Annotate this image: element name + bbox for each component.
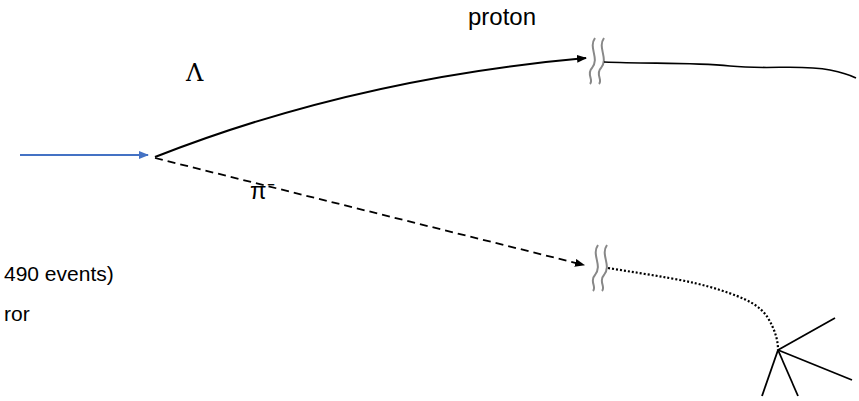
interaction-star — [762, 318, 852, 396]
particle-label: π⁻ — [250, 178, 275, 204]
pion-track — [155, 158, 584, 265]
pion-track-continued — [608, 268, 778, 350]
lambda-track — [20, 154, 148, 156]
note-text: 490 events) — [4, 262, 114, 285]
particle-label: proton — [468, 4, 536, 30]
break-mark — [593, 245, 607, 291]
proton-track-continued — [604, 62, 856, 78]
particle-label: Λ — [186, 60, 203, 86]
break-mark — [590, 38, 604, 84]
note-text: ror — [4, 302, 30, 325]
proton-track — [155, 58, 586, 157]
